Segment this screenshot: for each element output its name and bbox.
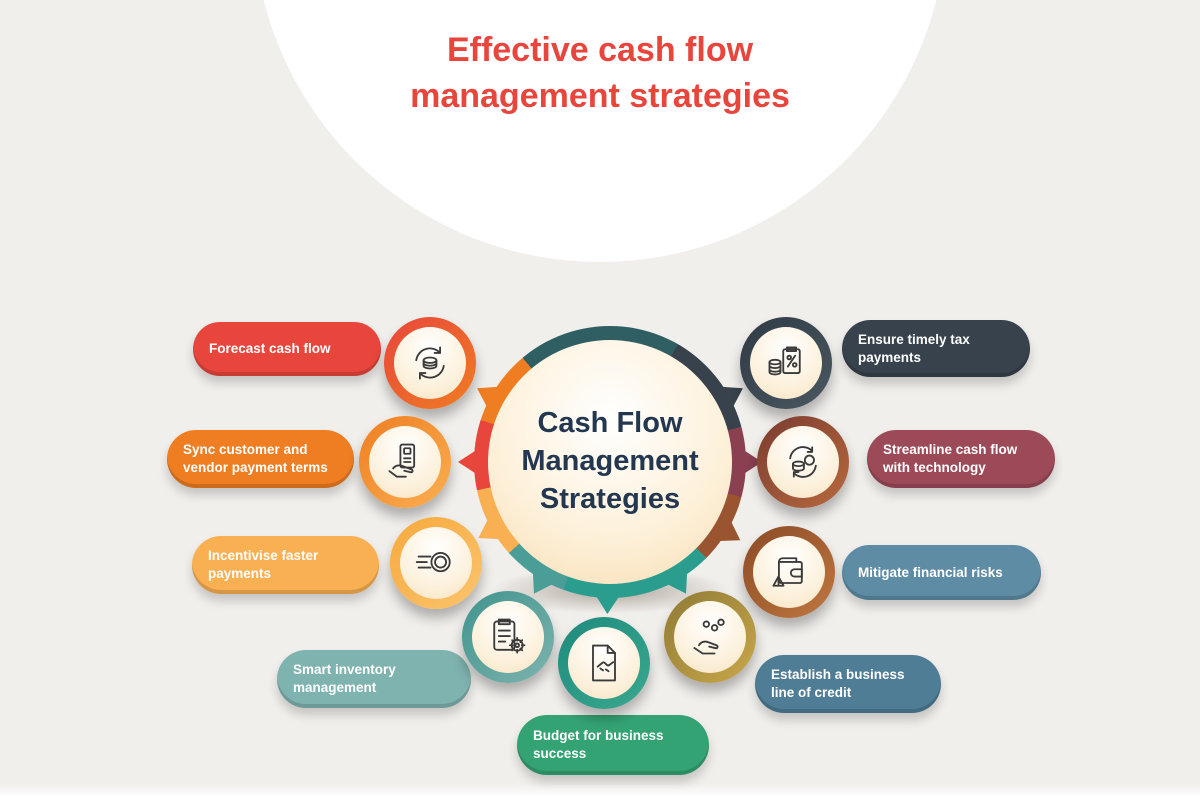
pill-mitigate-financial-risks: Mitigate financial risks <box>842 545 1041 600</box>
fast-coin-icon <box>415 552 451 573</box>
tax-percent-icon <box>768 346 801 376</box>
pill-label: Establish a business line of credit <box>771 667 905 700</box>
pill-label: Mitigate financial risks <box>858 564 1003 580</box>
infographic-title: Effective cash flow management strategie… <box>410 31 790 115</box>
badge-incentivise-faster-payments <box>390 517 482 609</box>
badge-inner <box>369 426 441 498</box>
center-circle: Cash Flow Management Strategies <box>488 340 732 584</box>
badge-streamline-cash-flow-technology <box>757 416 849 508</box>
center-label: Cash Flow Management Strategies <box>521 407 699 515</box>
pill-label: Streamline cash flow with technology <box>883 442 1018 475</box>
hand-banknote-icon <box>388 443 416 478</box>
badge-inner <box>767 426 839 498</box>
pill-incentivise-faster-payments: Incentivise faster payments <box>192 536 379 594</box>
badge-establish-business-line-of-credit <box>664 591 756 683</box>
badge-inner <box>674 601 746 673</box>
wallet-warning-icon <box>772 557 803 587</box>
badge-mitigate-financial-risks <box>743 526 835 618</box>
pill-label: Sync customer and vendor payment terms <box>183 442 328 475</box>
coins-sync-icon <box>415 346 445 380</box>
handshake-document-icon <box>592 644 616 682</box>
bottom-white-fade <box>0 784 1200 800</box>
pill-ensure-timely-tax-payments: Ensure timely tax payments <box>842 320 1030 377</box>
pill-label: Forecast cash flow <box>209 341 331 357</box>
badge-inner <box>750 327 822 399</box>
pill-sync-payment-terms: Sync customer and vendor payment terms <box>167 430 354 488</box>
checklist-gear-icon <box>493 618 526 654</box>
pill-forecast-cash-flow: Forecast cash flow <box>193 322 381 376</box>
pill-label: Incentivise faster payments <box>208 548 319 581</box>
badge-inner <box>753 536 825 608</box>
badge-inner <box>568 627 640 699</box>
badge-forecast-cash-flow <box>384 317 476 409</box>
pill-establish-business-line-of-credit: Establish a business line of credit <box>755 655 941 713</box>
pill-label: Smart inventory management <box>293 662 396 695</box>
badge-ensure-timely-tax-payments <box>740 317 832 409</box>
badge-inner <box>394 327 466 399</box>
pill-label: Ensure timely tax payments <box>858 331 970 365</box>
hand-coins-icon <box>693 618 725 655</box>
badge-inner <box>400 527 472 599</box>
pill-streamline-cash-flow-technology: Streamline cash flow with technology <box>867 430 1055 488</box>
badge-inner <box>472 601 544 673</box>
pill-smart-inventory-management: Smart inventory management <box>277 650 471 708</box>
coins-refresh-icon <box>789 446 817 478</box>
badge-smart-inventory-management <box>462 591 554 683</box>
badge-budget-for-business-success <box>558 617 650 709</box>
pill-label: Budget for business success <box>533 728 664 761</box>
pill-budget-for-business-success: Budget for business success <box>517 715 709 775</box>
center-circle-ring: Cash Flow Management Strategies <box>474 326 746 598</box>
badge-sync-payment-terms <box>359 416 451 508</box>
